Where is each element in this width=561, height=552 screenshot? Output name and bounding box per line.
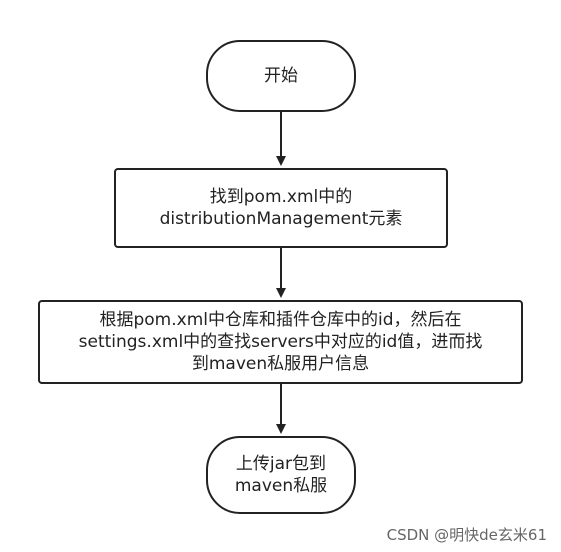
match-node: 根据pom.xml中仓库和插件仓库中的id，然后在 settings.xml中的… xyxy=(38,300,523,384)
upload-node: 上传jar包到 maven私服 xyxy=(206,436,356,514)
start-node: 开始 xyxy=(206,40,356,112)
match-node-label: 根据pom.xml中仓库和插件仓库中的id，然后在 settings.xml中的… xyxy=(78,310,483,374)
watermark: CSDN @明快de玄米61 xyxy=(386,526,547,544)
upload-node-label: 上传jar包到 maven私服 xyxy=(234,454,328,496)
find-node: 找到pom.xml中的 distributionManagement元素 xyxy=(114,168,448,248)
find-node-label: 找到pom.xml中的 distributionManagement元素 xyxy=(159,187,403,229)
start-node-label: 开始 xyxy=(264,66,298,86)
